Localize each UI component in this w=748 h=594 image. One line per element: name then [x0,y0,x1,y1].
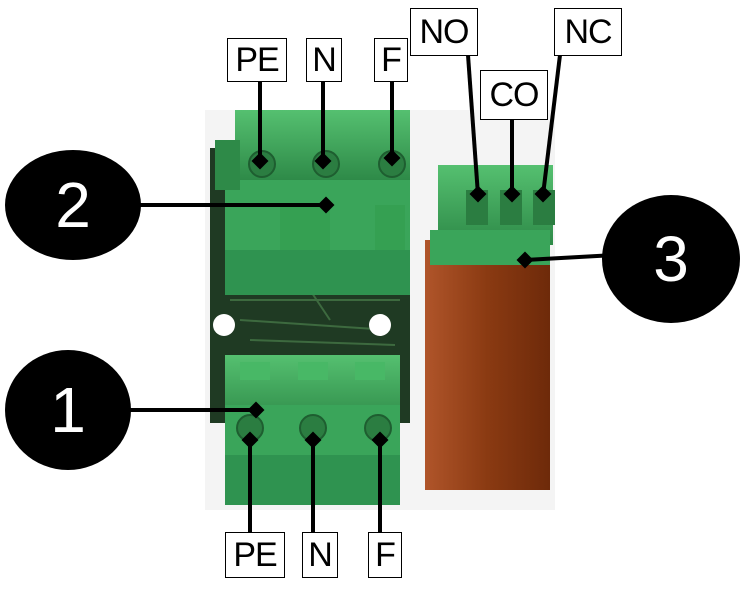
mount-hole-right [369,314,391,336]
label-relay-no: NO [410,8,478,56]
callout-badge-3: 3 [602,195,740,323]
label-top-f: F [374,38,408,82]
label-relay-co: CO [480,70,548,120]
label-relay-nc: NC [554,8,622,56]
leader-endpoints [241,149,552,449]
mount-hole-left [213,314,235,336]
callout-badge-1: 1 [5,350,131,470]
label-bottom-pe: PE [225,532,285,578]
relay-body [425,240,550,490]
callout-badge-2: 2 [5,150,141,260]
terminal-block-relay [430,165,555,265]
label-bottom-f: F [368,532,402,578]
leader-lines [130,54,616,535]
label-top-n: N [306,38,342,82]
terminal-block-top [215,110,410,295]
label-top-pe: PE [227,38,287,82]
label-bottom-n: N [302,532,338,578]
